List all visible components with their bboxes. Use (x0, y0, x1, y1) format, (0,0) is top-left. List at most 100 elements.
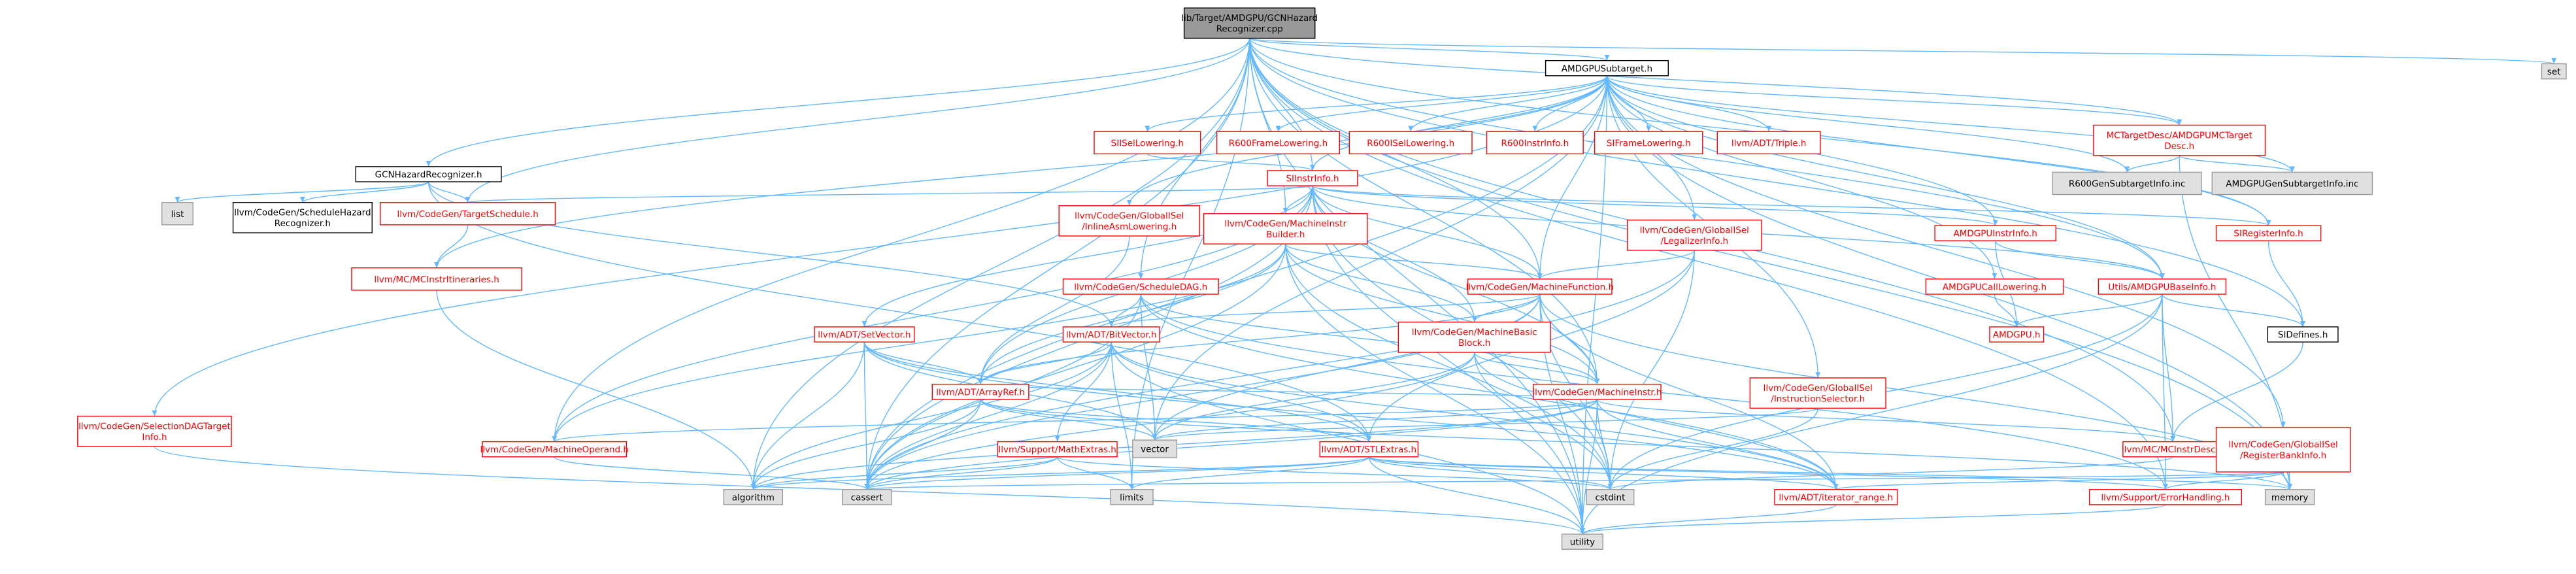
node-set-box[interactable] (2541, 63, 2567, 80)
node-memory-box[interactable] (2264, 489, 2315, 505)
node-stlextras[interactable]: llvm/ADT/STLExtras.h (1319, 441, 1419, 458)
node-vector-box[interactable] (1132, 439, 1178, 458)
node-root-box[interactable] (1183, 7, 1316, 39)
node-triple-box[interactable] (1716, 131, 1821, 155)
node-amdgpubaseinfo[interactable]: Utils/AMDGPUBaseInfo.h (2098, 279, 2227, 295)
node-iterator_range[interactable]: llvm/ADT/iterator_range.h (1774, 489, 1898, 505)
edge-sidefines-to-mcinstrdesc (2170, 342, 2303, 442)
node-r600instrinfo[interactable]: R600InstrInfo.h (1486, 131, 1584, 155)
node-instructionselector-box[interactable] (1749, 377, 1886, 409)
node-registerbankinfo[interactable]: llvm/CodeGen/GlobalISel/RegisterBankInfo… (2215, 426, 2351, 473)
node-siframelowering[interactable]: SIFrameLowering.h (1594, 131, 1703, 155)
node-mathextras[interactable]: llvm/Support/MathExtras.h (997, 441, 1118, 458)
node-machineoperand-box[interactable] (482, 441, 627, 458)
node-selectiondagtargetinfo-box[interactable] (77, 415, 232, 447)
node-limits[interactable]: limits (1110, 489, 1154, 505)
node-mathextras-box[interactable] (997, 441, 1118, 458)
node-sisellowering-box[interactable] (1094, 131, 1201, 155)
node-scheduledag-box[interactable] (1062, 279, 1219, 295)
node-targetschedule[interactable]: llvm/CodeGen/TargetSchedule.h (380, 202, 556, 226)
node-r600gensubtarget[interactable]: R600GenSubtargetInfo.inc (2052, 171, 2202, 195)
node-r600framelowering-box[interactable] (1216, 131, 1341, 155)
node-amdgpubaseinfo-box[interactable] (2098, 279, 2227, 295)
node-vector[interactable]: vector (1132, 439, 1178, 458)
node-sisellowering[interactable]: SIISelLowering.h (1094, 131, 1201, 155)
node-gcnhazard_h[interactable]: GCNHazardRecognizer.h (355, 166, 502, 182)
node-mcinstrdesc[interactable]: llvm/MC/MCInstrDesc.h (2122, 441, 2224, 458)
node-set[interactable]: set (2541, 63, 2567, 80)
node-cassert-box[interactable] (841, 489, 892, 505)
node-iterator_range-box[interactable] (1774, 489, 1898, 505)
node-memory[interactable]: memory (2264, 489, 2315, 505)
node-r600framelowering[interactable]: R600FrameLowering.h (1216, 131, 1341, 155)
node-registerbankinfo-box[interactable] (2215, 426, 2351, 473)
node-list-box[interactable] (161, 202, 193, 226)
node-cstdint[interactable]: cstdint (1586, 489, 1635, 505)
node-triple[interactable]: llvm/ADT/Triple.h (1716, 131, 1821, 155)
node-cassert[interactable]: cassert (841, 489, 892, 505)
node-amdgpusubtarget-box[interactable] (1545, 59, 1669, 76)
node-errorhandling-box[interactable] (2088, 489, 2242, 505)
node-siframelowering-box[interactable] (1594, 131, 1703, 155)
node-setvector-box[interactable] (814, 326, 915, 343)
node-amdgpu_h-box[interactable] (1989, 326, 2045, 343)
node-machineinstr-box[interactable] (1533, 384, 1662, 400)
node-scheduledag[interactable]: llvm/CodeGen/ScheduleDAG.h (1062, 279, 1219, 295)
node-amdgpucalllowering-box[interactable] (1925, 279, 2064, 295)
node-algorithm[interactable]: algorithm (723, 489, 784, 505)
node-amdgpusubtarget[interactable]: AMDGPUSubtarget.h (1545, 59, 1669, 76)
node-root[interactable]: lib/Target/AMDGPU/GCNHazardRecognizer.cp… (1181, 7, 1318, 39)
node-globalisel_inlineasm[interactable]: llvm/CodeGen/GlobalISel/InlineAsmLowerin… (1058, 205, 1201, 237)
node-algorithm-box[interactable] (723, 489, 784, 505)
node-instructionselector[interactable]: llvm/CodeGen/GlobalISel/InstructionSelec… (1749, 377, 1886, 409)
node-stlextras-box[interactable] (1319, 441, 1419, 458)
node-mcinstritineraries-box[interactable] (351, 267, 522, 291)
node-amdgpuinstrinfo-box[interactable] (1934, 225, 2056, 241)
node-globalisel_inlineasm-box[interactable] (1058, 205, 1201, 237)
node-schedulehazard-box[interactable] (232, 202, 373, 233)
node-gcnhazard_h-box[interactable] (355, 166, 502, 182)
node-utility[interactable]: utility (1561, 533, 1603, 550)
node-setvector[interactable]: llvm/ADT/SetVector.h (814, 326, 915, 343)
node-bitvector-box[interactable] (1062, 326, 1160, 343)
node-siregisterinfo[interactable]: SIRegisterInfo.h (2215, 225, 2322, 241)
node-mctargetdesc-box[interactable] (2093, 124, 2266, 156)
node-r600instrinfo-box[interactable] (1486, 131, 1584, 155)
node-siinstrinfo[interactable]: SIInstrInfo.h (1267, 170, 1358, 186)
node-amdgpu_h[interactable]: AMDGPU.h (1989, 326, 2045, 343)
node-machinefunction-box[interactable] (1467, 279, 1613, 295)
node-siinstrinfo-box[interactable] (1267, 170, 1358, 186)
node-bitvector[interactable]: llvm/ADT/BitVector.h (1062, 326, 1160, 343)
node-amdgpuinstrinfo[interactable]: AMDGPUInstrInfo.h (1934, 225, 2056, 241)
node-limits-box[interactable] (1110, 489, 1154, 505)
node-r600isellowering-box[interactable] (1348, 131, 1473, 155)
node-machinebasicblock-box[interactable] (1397, 321, 1551, 353)
node-list[interactable]: list (161, 202, 193, 226)
node-errorhandling[interactable]: llvm/Support/ErrorHandling.h (2088, 489, 2242, 505)
node-arrayref[interactable]: llvm/ADT/ArrayRef.h (931, 384, 1029, 400)
node-arrayref-box[interactable] (931, 384, 1029, 400)
node-machinefunction[interactable]: llvm/CodeGen/MachineFunction.h (1466, 279, 1614, 295)
node-machineinstrbuilder-box[interactable] (1203, 213, 1368, 245)
node-globalisel_legalizer-box[interactable] (1627, 219, 1762, 251)
node-amdgpucalllowering[interactable]: AMDGPUCallLowering.h (1925, 279, 2064, 295)
node-targetschedule-box[interactable] (380, 202, 556, 226)
node-siregisterinfo-box[interactable] (2215, 225, 2322, 241)
node-r600gensubtarget-box[interactable] (2052, 171, 2202, 195)
node-cstdint-box[interactable] (1586, 489, 1635, 505)
node-mcinstritineraries[interactable]: llvm/MC/MCInstrItineraries.h (351, 267, 522, 291)
node-utility-box[interactable] (1561, 533, 1603, 550)
node-sidefines-box[interactable] (2267, 326, 2339, 343)
node-amdgpugensubtarget-box[interactable] (2211, 171, 2373, 195)
node-sidefines[interactable]: SIDefines.h (2267, 326, 2339, 343)
node-globalisel_legalizer[interactable]: llvm/CodeGen/GlobalISel/LegalizerInfo.h (1627, 219, 1762, 251)
node-amdgpugensubtarget[interactable]: AMDGPUGenSubtargetInfo.inc (2211, 171, 2373, 195)
node-machineinstr[interactable]: llvm/CodeGen/MachineInstr.h (1532, 384, 1662, 400)
node-machineoperand[interactable]: llvm/CodeGen/MachineOperand.h (480, 441, 629, 458)
node-r600isellowering[interactable]: R600ISelLowering.h (1348, 131, 1473, 155)
